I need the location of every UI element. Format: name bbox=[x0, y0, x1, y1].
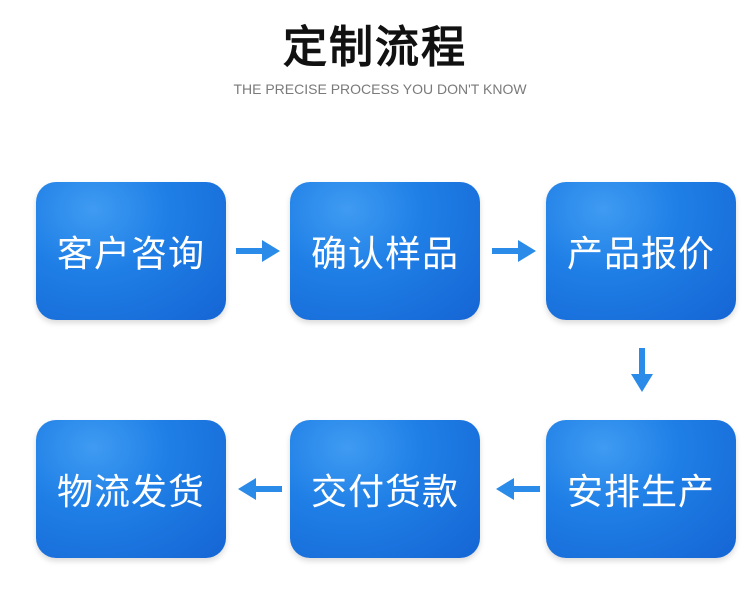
arrow-right-icon bbox=[492, 240, 536, 262]
step-confirm-sample: 确认样品 bbox=[290, 182, 480, 320]
page-subtitle: THE PRECISE PROCESS YOU DON'T KNOW bbox=[233, 81, 527, 97]
step-label: 安排生产 bbox=[566, 472, 715, 513]
step-consultation: 客户咨询 bbox=[36, 182, 226, 320]
step-label: 确认样品 bbox=[310, 234, 459, 275]
page-title: 定制流程 bbox=[283, 22, 467, 73]
arrow-left-icon bbox=[496, 478, 540, 500]
step-label: 产品报价 bbox=[566, 234, 715, 275]
step-shipping: 物流发货 bbox=[36, 420, 226, 558]
step-payment: 交付货款 bbox=[290, 420, 480, 558]
step-production: 安排生产 bbox=[546, 420, 736, 558]
arrow-left-icon bbox=[238, 478, 282, 500]
step-label: 客户咨询 bbox=[56, 234, 205, 275]
arrow-right-icon bbox=[236, 240, 280, 262]
arrow-down-icon bbox=[631, 348, 653, 392]
step-quotation: 产品报价 bbox=[546, 182, 736, 320]
step-label: 物流发货 bbox=[56, 472, 205, 513]
step-label: 交付货款 bbox=[310, 472, 459, 513]
